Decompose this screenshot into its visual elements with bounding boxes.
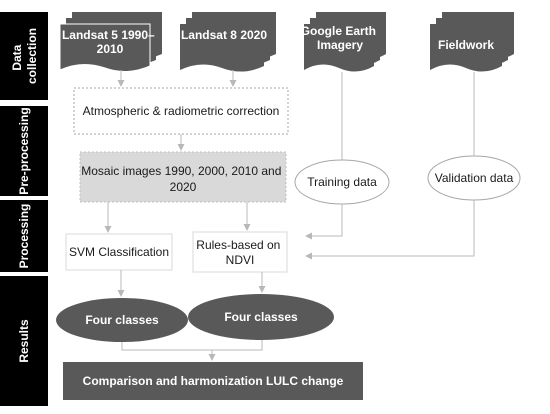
google-earth-source: Google Earth Imagery bbox=[301, 12, 386, 72]
rules-ndvi-label-line1: Rules-based on bbox=[196, 238, 280, 252]
mosaic-label-line1: Mosaic images 1990, 2000, 2010 and bbox=[81, 164, 281, 178]
google-earth-label-line2: Imagery bbox=[317, 38, 363, 52]
landsat5-source: Landsat 5 1990– 2010 bbox=[59, 12, 162, 72]
comparison-step: Comparison and harmonization LULC change bbox=[63, 362, 363, 400]
svg-text:Rules-based on NDVI: Rules-based on NDVI bbox=[196, 238, 283, 267]
four-classes-right-label: Four classes bbox=[224, 310, 298, 324]
svg-text:Google Earth Imagery: Google Earth Imagery bbox=[301, 24, 380, 52]
stage-label-processing: Processing bbox=[17, 204, 31, 269]
landsat5-label-line2: 2010 bbox=[97, 42, 124, 56]
four-classes-left-label: Four classes bbox=[85, 313, 159, 327]
arrow-validation-to-rules bbox=[305, 200, 475, 260]
rules-ndvi-label-line2: NDVI bbox=[226, 253, 255, 267]
stage-bar-processing: Processing bbox=[0, 200, 48, 272]
stage-label-data: Data bbox=[10, 44, 24, 70]
landsat8-label: Landsat 8 2020 bbox=[181, 28, 267, 42]
mosaic-label-line2: 2020 bbox=[170, 180, 197, 194]
mosaic-step: Mosaic images 1990, 2000, 2010 and 2020 bbox=[79, 151, 287, 203]
stage-label-pre-processing: Pre-processing bbox=[17, 107, 31, 194]
stage-bar-pre-processing: Pre-processing bbox=[0, 106, 48, 196]
four-classes-right-ellipse: Four classes bbox=[188, 294, 334, 340]
google-earth-label-line1: Google Earth bbox=[301, 24, 376, 38]
connector-arrows bbox=[104, 70, 475, 361]
stage-label-results: Results bbox=[17, 319, 31, 363]
fieldwork-label: Fieldwork bbox=[438, 38, 494, 52]
landsat8-source: Landsat 8 2020 bbox=[180, 12, 276, 72]
correction-label: Atmospheric & radiometric correction bbox=[83, 104, 280, 118]
comparison-label: Comparison and harmonization LULC change bbox=[83, 374, 344, 388]
correction-step: Atmospheric & radiometric correction bbox=[73, 87, 289, 135]
validation-data-ellipse: Validation data bbox=[427, 155, 521, 201]
training-data-label: Training data bbox=[307, 175, 377, 189]
arrow-training-to-rules bbox=[305, 204, 343, 240]
stage-label-collection: collection bbox=[25, 28, 39, 84]
svm-classification-step: SVM Classification bbox=[65, 233, 173, 271]
four-classes-left-ellipse: Four classes bbox=[56, 298, 188, 342]
stage-bar-results: Results bbox=[0, 276, 48, 406]
landsat5-label-line1: Landsat 5 1990– bbox=[62, 28, 155, 42]
svm-classification-label: SVM Classification bbox=[69, 245, 169, 259]
stage-bar-data-collection: Data collection bbox=[0, 12, 48, 100]
validation-data-label: Validation data bbox=[435, 171, 514, 185]
svg-text:Landsat 5 1990– 2010: Landsat 5 1990– 2010 bbox=[62, 28, 158, 56]
rules-ndvi-step: Rules-based on NDVI bbox=[192, 231, 288, 273]
fieldwork-source: Fieldwork bbox=[430, 12, 514, 72]
training-data-ellipse: Training data bbox=[294, 159, 390, 205]
svg-text:Mosaic images 1990, 2000, 2010: Mosaic images 1990, 2000, 2010 and 2020 bbox=[81, 164, 284, 194]
line-results-merge bbox=[121, 340, 263, 351]
svg-text:Data collection: Data collection bbox=[10, 28, 39, 84]
